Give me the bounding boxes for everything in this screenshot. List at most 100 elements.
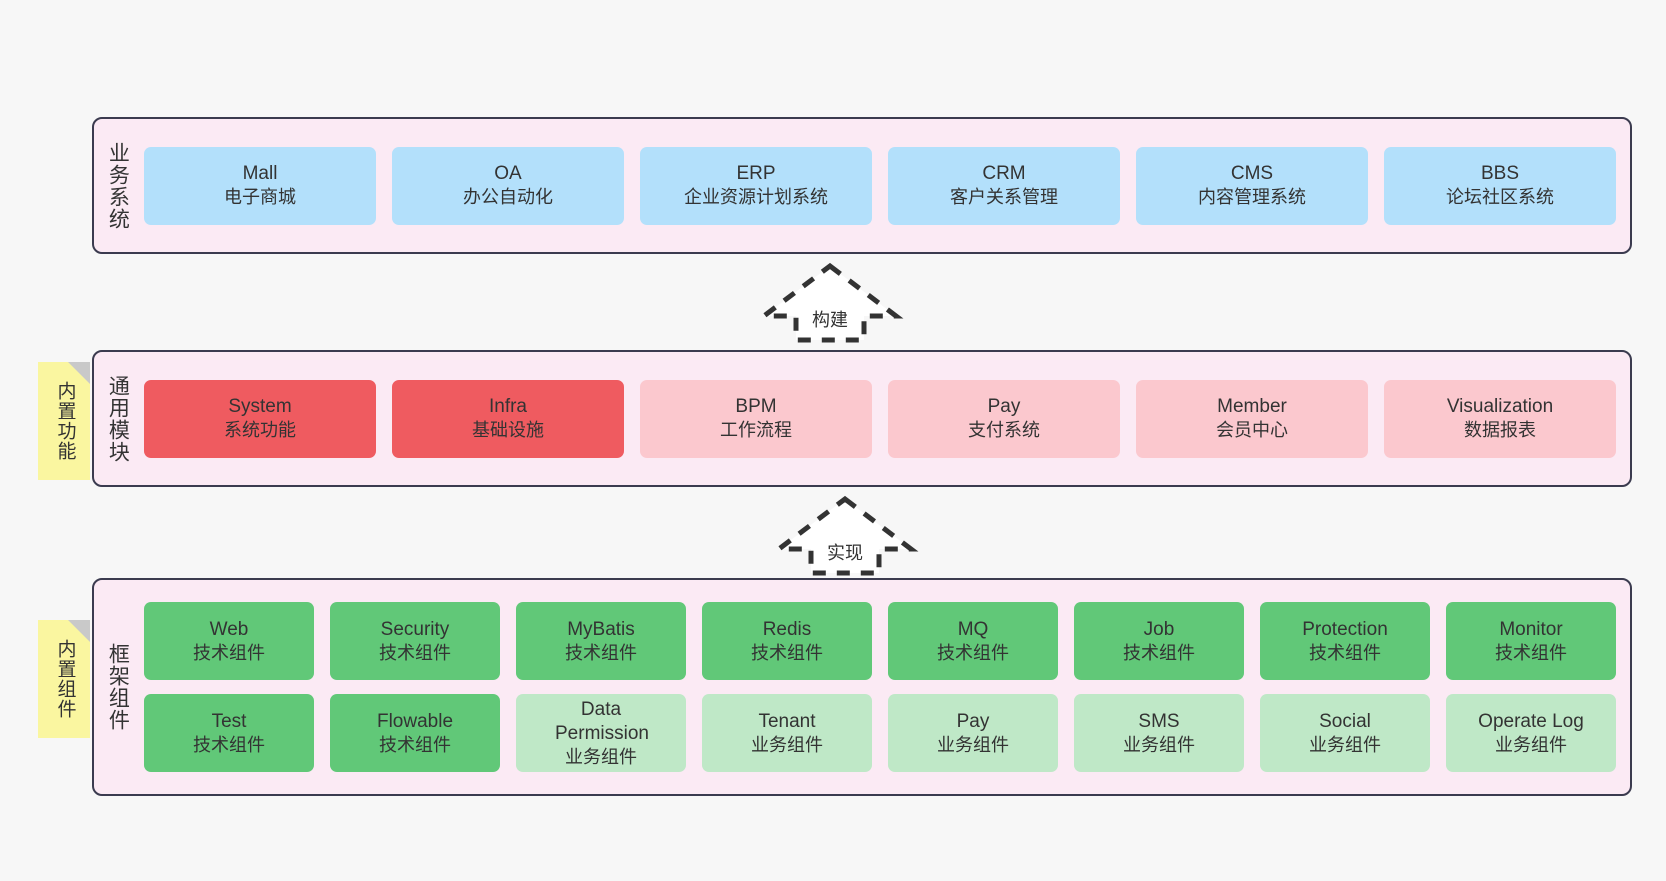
cell-title: Monitor [1499,618,1563,640]
cell-subtitle: 技术组件 [193,734,265,755]
cell-title: Flowable [376,710,454,732]
cell-title: Visualization [1446,396,1554,418]
cell-protection[interactable]: Protection 技术组件 [1260,602,1430,680]
cell-infra[interactable]: Infra 基础设施 [392,379,624,458]
cell-monitor[interactable]: Monitor 技术组件 [1446,602,1616,680]
layer-body-framework-components: Web 技术组件 Security 技术组件 MyBatis 技术组件 Redi… [140,580,1630,794]
cell-subtitle: 数据报表 [1464,420,1536,441]
cell-erp[interactable]: ERP 企业资源计划系统 [640,146,872,225]
cell-title: CRM [982,163,1026,185]
cell-subtitle: 技术组件 [1495,642,1567,663]
cell-title: MyBatis [567,618,635,640]
cell-web[interactable]: Web 技术组件 [144,602,314,680]
cell-subtitle: 技术组件 [751,642,823,663]
cell-bpm[interactable]: BPM 工作流程 [640,379,872,458]
cell-subtitle: 技术组件 [379,642,451,663]
note-builtin-components: 内置组件 [38,620,90,738]
cell-subtitle: 基础设施 [472,420,544,441]
cell-test[interactable]: Test 技术组件 [144,694,314,772]
cell-mybatis[interactable]: MyBatis 技术组件 [516,602,686,680]
connector-build-label: 构建 [812,310,848,330]
cell-subtitle: 内容管理系统 [1198,187,1306,208]
cell-title: OA [494,163,522,185]
cell-subtitle: 技术组件 [565,642,637,663]
cell-subtitle: 会员中心 [1216,420,1288,441]
connector-build-arrow: 构建 [756,262,904,343]
cell-tenant[interactable]: Tenant 业务组件 [702,694,872,772]
cell-operate-log[interactable]: Operate Log 业务组件 [1446,694,1616,772]
cell-subtitle: 论坛社区系统 [1446,187,1554,208]
cell-subtitle: 电子商城 [224,187,296,208]
cell-title: Social [1319,710,1371,732]
cell-subtitle: 办公自动化 [463,187,553,208]
cell-visualization[interactable]: Visualization 数据报表 [1384,379,1616,458]
cell-crm[interactable]: CRM 客户关系管理 [888,146,1120,225]
cell-title: CMS [1230,163,1274,185]
cell-flowable[interactable]: Flowable 技术组件 [330,694,500,772]
cell-subtitle: 业务组件 [937,734,1009,755]
cell-redis[interactable]: Redis 技术组件 [702,602,872,680]
cell-system[interactable]: System 系统功能 [144,379,376,458]
layer-title-framework-components: 框架组件 [106,643,130,731]
cell-subtitle: 业务组件 [565,746,637,767]
layer-framework-components: 框架组件 Web 技术组件 Security 技术组件 MyBatis 技术组件… [92,578,1632,796]
cell-pay-component[interactable]: Pay 业务组件 [888,694,1058,772]
cell-title: Member [1217,396,1287,418]
note-label: 内置组件 [54,639,76,719]
cell-subtitle: 工作流程 [720,420,792,441]
cell-pay[interactable]: Pay 支付系统 [888,379,1120,458]
cell-row: Mall 电子商城 OA 办公自动化 ERP 企业资源计划系统 CRM 客户关系… [144,146,1616,225]
layer-business-systems: 业务系统 Mall 电子商城 OA 办公自动化 ERP 企业资源计划系统 CRM… [92,117,1632,254]
cell-member[interactable]: Member 会员中心 [1136,379,1368,458]
cell-mall[interactable]: Mall 电子商城 [144,146,376,225]
layer-title-business-systems: 业务系统 [106,141,130,230]
cell-data-permission[interactable]: Data Permission 业务组件 [516,694,686,772]
cell-subtitle: 客户关系管理 [950,187,1058,208]
layer-title-common-modules: 通用模块 [106,374,130,463]
cell-cms[interactable]: CMS 内容管理系统 [1136,146,1368,225]
cell-subtitle: 业务组件 [1495,734,1567,755]
cell-subtitle: 支付系统 [968,420,1040,441]
cell-title: Security [380,618,450,640]
cell-title: Data Permission [555,698,649,744]
cell-subtitle: 技术组件 [193,642,265,663]
cell-title: Test [211,710,247,732]
cell-mq[interactable]: MQ 技术组件 [888,602,1058,680]
cell-title: Tenant [758,710,816,732]
cell-title: Job [1143,618,1175,640]
cell-sms[interactable]: SMS 业务组件 [1074,694,1244,772]
cell-subtitle: 业务组件 [1123,734,1195,755]
cell-title: Redis [762,618,812,640]
cell-title: Web [209,618,249,640]
cell-subtitle: 系统功能 [224,420,296,441]
cell-job[interactable]: Job 技术组件 [1074,602,1244,680]
cell-title: SMS [1138,710,1180,732]
cell-subtitle: 企业资源计划系统 [684,187,828,208]
cell-title: Mall [242,163,278,185]
cell-title: Pay [987,396,1021,418]
cell-row: Web 技术组件 Security 技术组件 MyBatis 技术组件 Redi… [144,602,1616,680]
layer-body-common-modules: System 系统功能 Infra 基础设施 BPM 工作流程 Pay 支付系统… [140,352,1630,485]
cell-subtitle: 技术组件 [1309,642,1381,663]
cell-social[interactable]: Social 业务组件 [1260,694,1430,772]
cell-oa[interactable]: OA 办公自动化 [392,146,624,225]
cell-title: BPM [735,396,777,418]
layer-common-modules: 通用模块 System 系统功能 Infra 基础设施 BPM 工作流程 Pay… [92,350,1632,487]
cell-subtitle: 业务组件 [1309,734,1381,755]
cell-subtitle: 技术组件 [379,734,451,755]
connector-implement-label: 实现 [827,543,863,563]
note-label: 内置功能 [54,381,76,461]
cell-subtitle: 技术组件 [937,642,1009,663]
cell-row: System 系统功能 Infra 基础设施 BPM 工作流程 Pay 支付系统… [144,379,1616,458]
cell-subtitle: 业务组件 [751,734,823,755]
cell-title: BBS [1480,163,1520,185]
cell-security[interactable]: Security 技术组件 [330,602,500,680]
cell-row: Test 技术组件 Flowable 技术组件 Data Permission … [144,694,1616,772]
note-builtin-features: 内置功能 [38,362,90,480]
cell-title: Pay [956,710,990,732]
cell-title: MQ [957,618,989,640]
cell-bbs[interactable]: BBS 论坛社区系统 [1384,146,1616,225]
cell-title: System [228,396,292,418]
cell-subtitle: 技术组件 [1123,642,1195,663]
